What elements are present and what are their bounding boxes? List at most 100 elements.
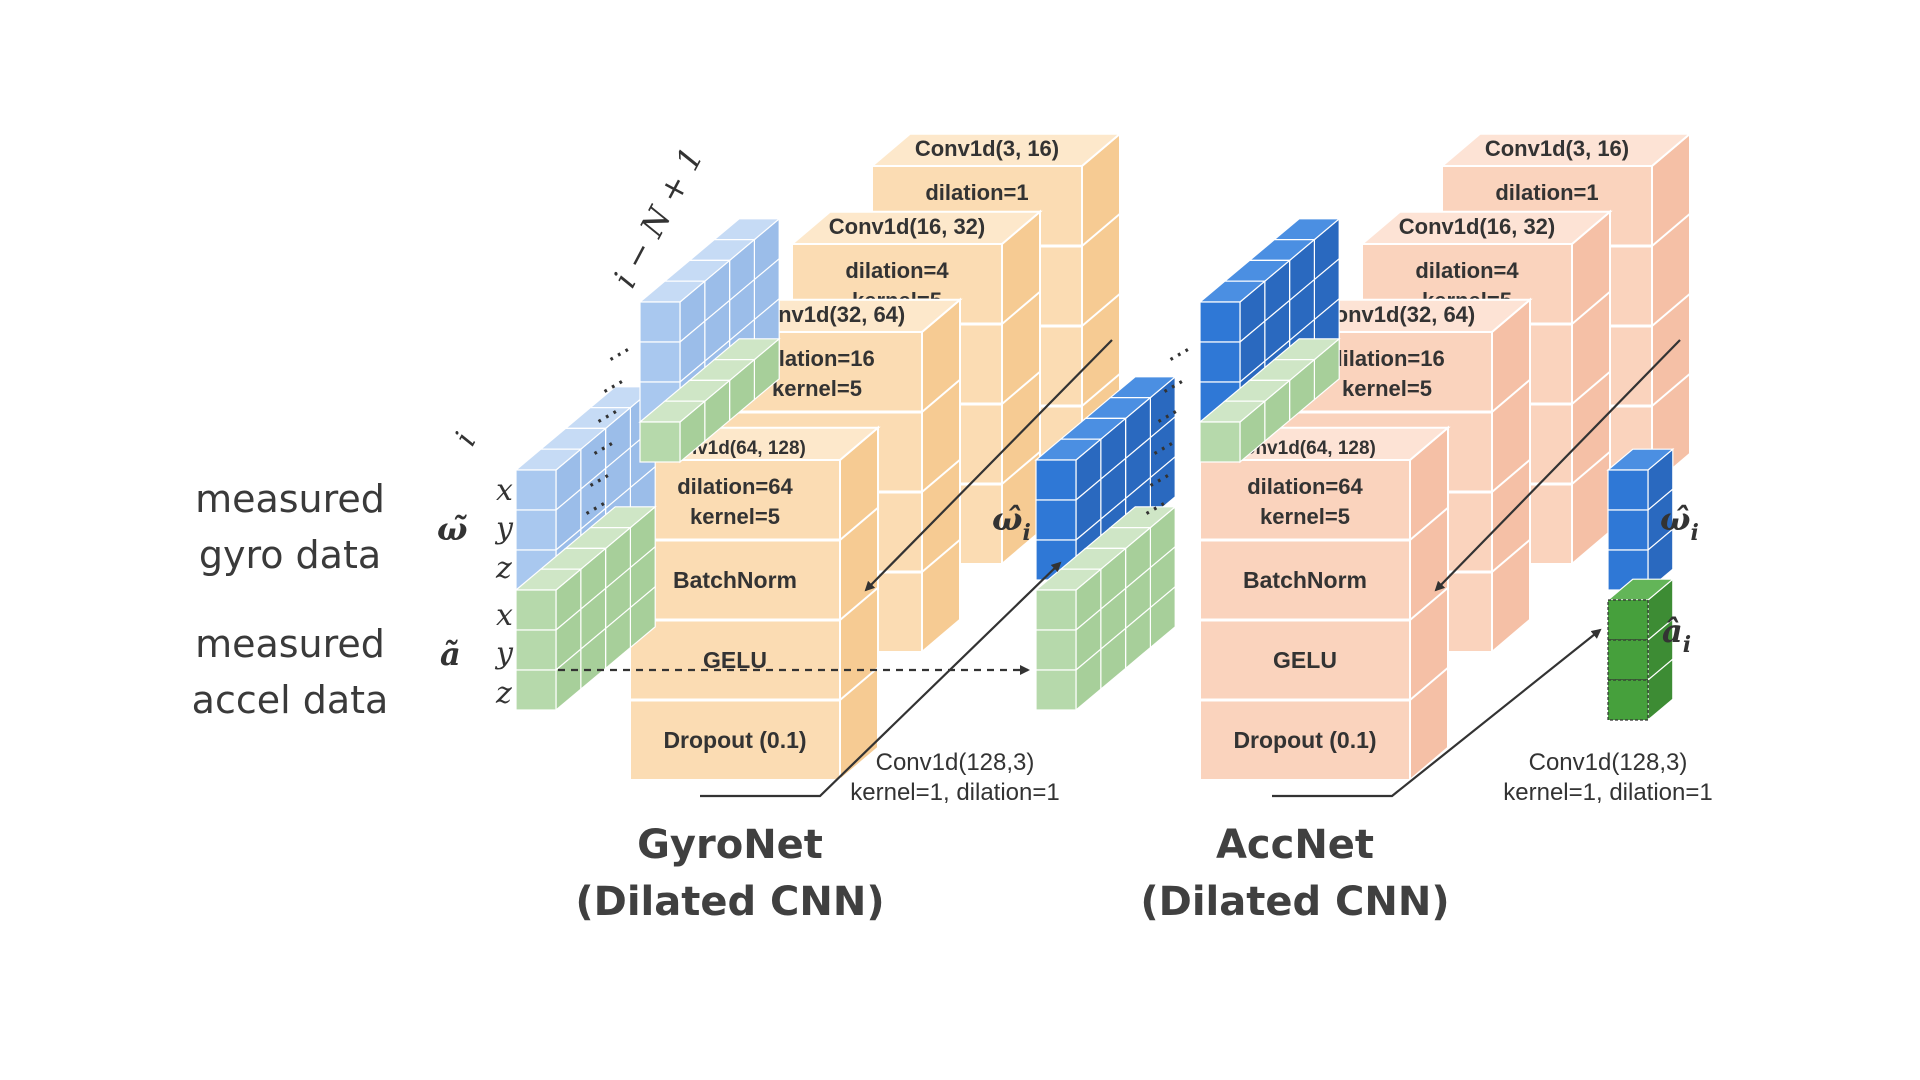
passthrough-accel-tensor-cell [1035,629,1077,671]
accnet-block-batchnorm: BatchNorm [1243,567,1367,593]
accnet-layer-side-divider [1571,290,1611,325]
window-accel-tensor-cell [639,421,681,463]
gyronet-layer-dilation: dilation=64 [677,474,793,499]
axis-label-x: x [496,598,513,633]
accnet-output-accel-tensor [1606,577,1675,722]
accnet-block-gelu: GELU [1273,647,1337,673]
gyronet-layer-side-divider [1081,372,1121,407]
gyronet-layer-4: Conv1d(64, 128)dilation=64kernel=5BatchN… [627,425,881,783]
accnet-layer-side-divider [1571,370,1611,405]
gyronet-layer-kernel: kernel=5 [772,376,862,401]
passthrough-accel-tensor-cell [1035,669,1077,711]
input-accel-tensor-cell [515,669,557,711]
accnet-layer-side-divider [1651,212,1691,247]
accnet-output-params: kernel=1, dilation=1 [1503,779,1712,806]
accnet-flow-arrow [1434,339,1681,592]
accnet-layer-4: Conv1d(64, 128)dilation=64kernel=5BatchN… [1197,425,1451,783]
gyro-symbol: ω̃ [437,510,467,548]
ellipsis-accnet-0: ⋯ [1161,335,1199,374]
accnet-layer-side-divider [1491,538,1531,573]
accnet-layer-header: Conv1d(64, 128) [1230,438,1376,459]
accnet-subtitle: (Dilated CNN) [1140,879,1449,925]
input-accel-tensor-cell [515,589,557,631]
gyronet-block-dropout: Dropout (0.1) [663,727,806,753]
layer-stacks: Conv1d(3, 16) dilation=1 kernel=5 Conv1d(16… [627,131,1693,783]
accnet-layer-side-divider [1409,506,1449,541]
window-gyro-tensor-cell [639,301,681,343]
gyronet-layer-side-divider [1081,212,1121,247]
accnet-layer-side-divider [1491,458,1531,493]
gyronet-layer-header: Conv1d(16, 32) [829,214,986,239]
gyronet-layer-side-divider [1001,290,1041,325]
axis-label-z: z [495,676,512,711]
gyronet-layer-side-divider [1001,450,1041,485]
gyronet-output-tensor-cell [1035,499,1077,541]
gyronet-layer-side-divider [1001,370,1041,405]
gyronet-layer-side-divider [839,586,879,621]
passthrough-accel-tensor [1034,505,1177,712]
axis-label-z: z [495,551,512,586]
accnet-output-conv: Conv1d(128,3) [1529,749,1688,776]
accnet-layer-dilation: dilation=16 [1329,346,1445,371]
input-gyro-tensor-cell [515,509,557,551]
accnet-layer-side-divider [1409,666,1449,701]
gyronet-layer-side-divider [1081,292,1121,327]
gyronet-layer-dilation: dilation=4 [845,258,949,283]
ellipsis-gyronet-0: ⋯ [601,335,639,374]
accnet-layer-side-divider [1409,586,1449,621]
accnet-output-gyro-tensor-cell [1607,469,1649,511]
tensors [514,217,1675,722]
gyronet-layer-dilation: dilation=1 [925,180,1028,205]
accnet-output-gyro-tensor-cell [1607,509,1649,551]
accnet-layer-dilation: dilation=4 [1415,258,1519,283]
gyro-label-line1: measured [195,477,385,521]
gyronet-flow-arrow [864,339,1113,592]
axis-label-x: x [496,473,513,508]
accnet-title: AccNet [1216,822,1374,868]
gyronet-block-gelu: GELU [703,647,767,673]
gyronet-output-arrow [700,561,1062,798]
input-accel-tensor-cell [515,629,557,671]
input-accel-tensor [514,505,657,712]
accnet-block-dropout: Dropout (0.1) [1233,727,1376,753]
accnet-layer-header: Conv1d(16, 32) [1399,214,1556,239]
accel-label-line2: accel data [192,678,389,722]
gyronet-layer-kernel: kernel=5 [690,504,780,529]
accnet-layer-side-divider [1651,292,1691,327]
accnet-layer-kernel: kernel=5 [1342,376,1432,401]
accnet-output-gyro-symbol: ω̂i [1660,500,1699,546]
window-gyro-tensor-cell [639,341,681,383]
gyronet-subtitle: (Dilated CNN) [575,879,884,925]
gyronet-output-params: kernel=1, dilation=1 [850,779,1059,806]
accnet-layer-header: Conv1d(3, 16) [1485,136,1629,161]
accnet-layer-dilation: dilation=64 [1247,474,1363,499]
accnet-output-arrow [1272,628,1602,798]
accnet-layer-header: Conv1d(32, 64) [1319,302,1476,327]
accnet-output-accel-tensor-cell [1607,639,1649,681]
accnet-output-accel-tensor-cell [1607,599,1649,641]
gyronet-layer-side-divider [839,666,879,701]
gyronet-output-symbol: ω̂i [992,500,1031,546]
accnet-output-accel-symbol: âi [1662,612,1691,658]
axis-label-y: y [494,636,514,671]
gyronet-layer-side-divider [921,538,961,573]
accnet-layer-dilation: dilation=1 [1495,180,1598,205]
gyronet-block-batchnorm: BatchNorm [673,567,797,593]
accnet-input-accel-tensor [1198,337,1341,464]
accel-symbol: ã [440,635,461,673]
accnet-layer-side-divider [1651,372,1691,407]
index-i: i [448,427,483,452]
gyro-label-line2: gyro data [199,533,381,577]
accnet-input-accel-tensor-cell [1199,421,1241,463]
gyronet-layer-side-divider [921,458,961,493]
accnet-layer-side-divider [1571,450,1611,485]
input-gyro-tensor-cell [515,469,557,511]
axis-label-y: y [494,511,514,546]
gyronet-title: GyroNet [637,822,823,868]
accnet-input-tensor-cell [1199,341,1241,383]
accel-label-line1: measured [195,622,385,666]
accnet-output-accel-tensor-cell [1607,679,1649,721]
accnet-layer-side-divider [1491,378,1531,413]
gyronet-output-tensor-cell [1035,459,1077,501]
